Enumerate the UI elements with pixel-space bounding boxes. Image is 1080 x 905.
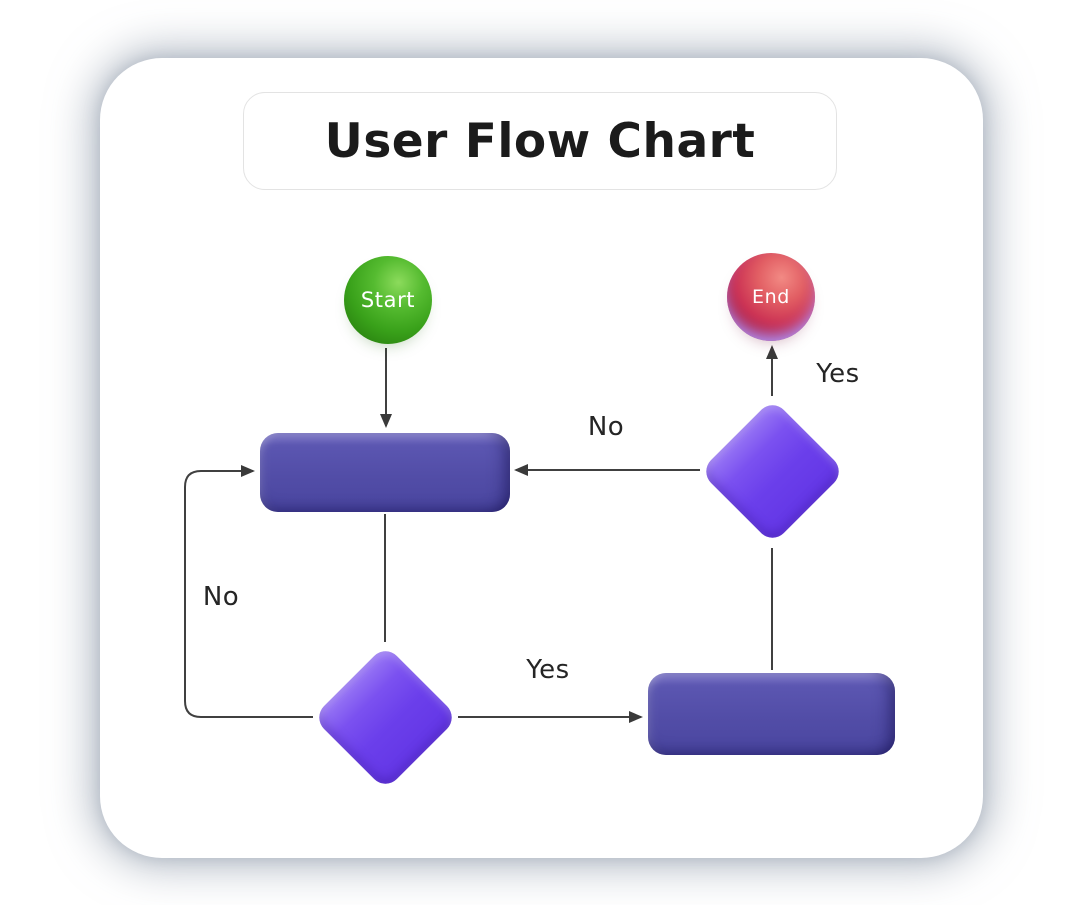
- flowchart-card: User Flow Chart Start: [100, 58, 983, 858]
- edge-label-no-decision1: No: [202, 582, 240, 612]
- start-node: Start: [344, 256, 432, 344]
- start-node-label: Start: [360, 288, 416, 312]
- end-node-label: End: [752, 286, 790, 308]
- edge-label-yes-decision1: Yes: [526, 655, 570, 685]
- edge-label-yes-decision2: Yes: [816, 359, 860, 389]
- process-node-2: [648, 673, 895, 755]
- decision-node-2: [699, 398, 846, 545]
- decision-node-1: [312, 644, 459, 791]
- edge-label-no-decision2: No: [587, 412, 625, 442]
- end-node: End: [727, 253, 815, 341]
- process-node-1: [260, 433, 510, 512]
- title-box: User Flow Chart: [243, 92, 837, 190]
- page-title: User Flow Chart: [324, 113, 756, 169]
